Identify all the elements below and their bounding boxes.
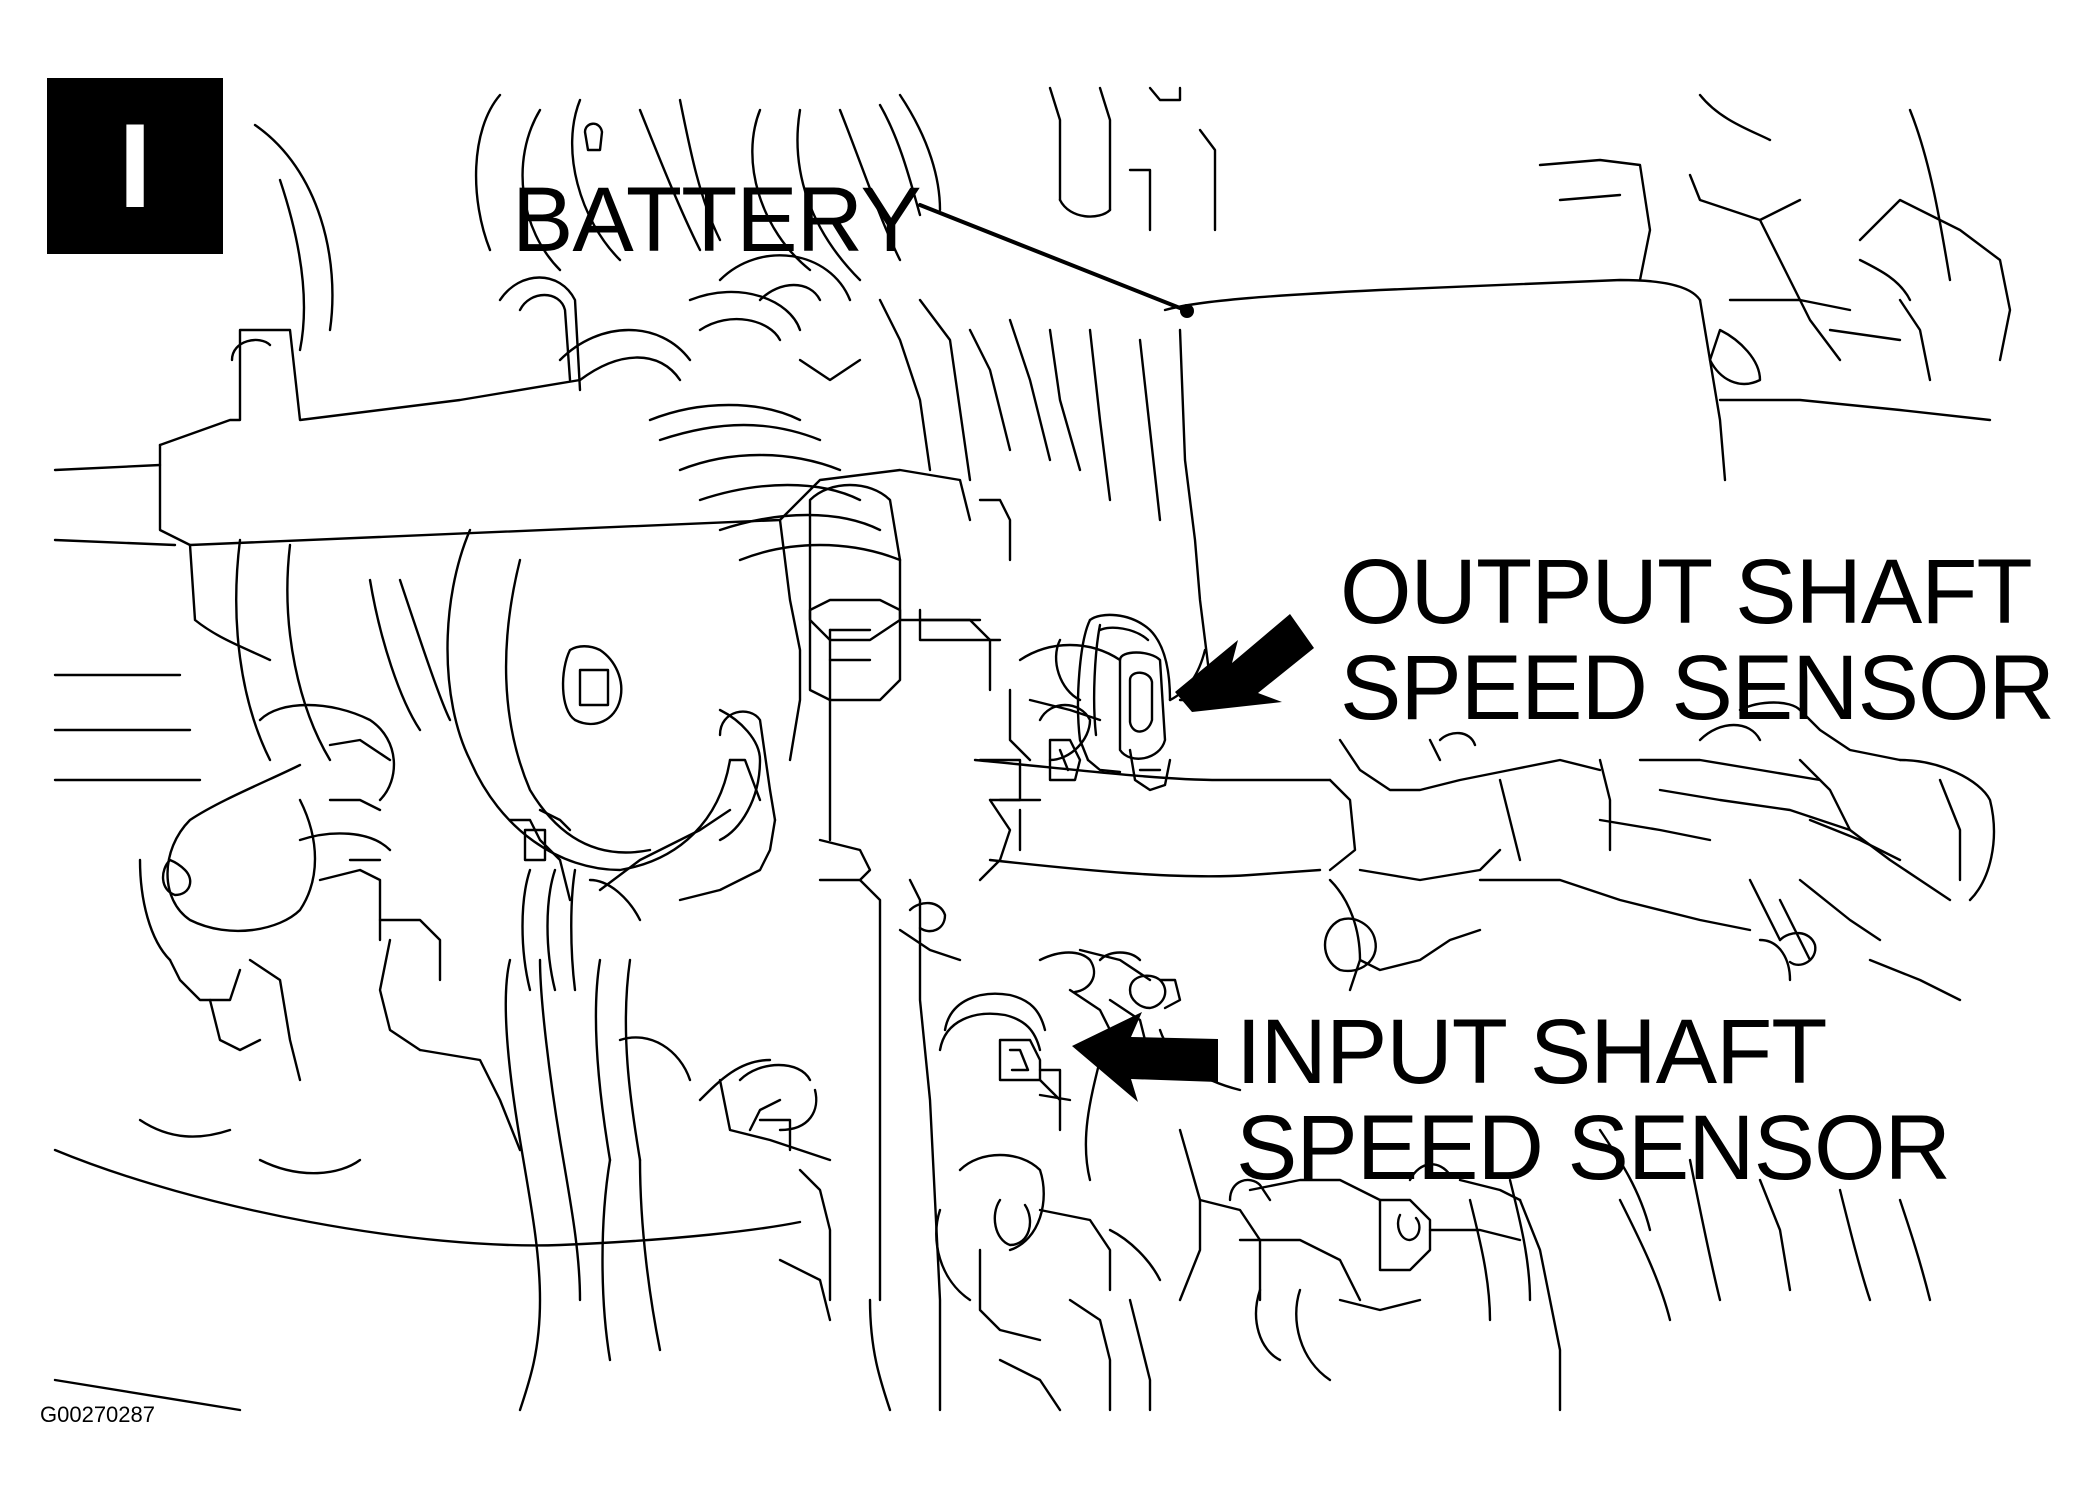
- transmission-band: [973, 731, 1612, 882]
- upper-hoses: [474, 86, 1217, 282]
- section-badge: I: [47, 78, 223, 254]
- center-rotor: [446, 528, 762, 872]
- wire-harness-center: [504, 808, 832, 1412]
- battery-callout: BATTERY: [512, 169, 922, 271]
- output-sensor-arrow: [1175, 614, 1314, 712]
- crossmember: [158, 328, 1012, 762]
- battery-box: [1163, 93, 2012, 682]
- transmission-case-lower: [1078, 948, 1932, 1412]
- left-engine-mount: [138, 538, 522, 1152]
- transmission-case-left-lower: [935, 1153, 1162, 1412]
- input-callout-line-1: INPUT SHAFT: [1236, 1001, 1827, 1103]
- input-shaft-speed-sensor-callout: INPUT SHAFT SPEED SENSOR: [1236, 1001, 1951, 1199]
- hose-cluster: [498, 254, 1162, 562]
- input-shaft-speed-sensor: [938, 992, 1072, 1132]
- figure-id: G00270287: [40, 1402, 155, 1427]
- left-fender-outline: [53, 123, 802, 1412]
- input-callout-line-2: SPEED SENSOR: [1236, 1097, 1951, 1199]
- input-sensor-arrow: [1072, 1012, 1218, 1102]
- output-callout-line-2: SPEED SENSOR: [1340, 637, 2055, 739]
- bolt-heads: [898, 901, 1182, 1032]
- transmission-case-upper: [808, 483, 1122, 882]
- output-shaft-speed-sensor-callout: OUTPUT SHAFT SPEED SENSOR: [1340, 541, 2055, 739]
- right-bracket: [1323, 701, 1996, 1002]
- center-pipe: [598, 710, 942, 1412]
- output-callout-line-1: OUTPUT SHAFT: [1340, 541, 2033, 643]
- battery-leader: [918, 203, 1194, 318]
